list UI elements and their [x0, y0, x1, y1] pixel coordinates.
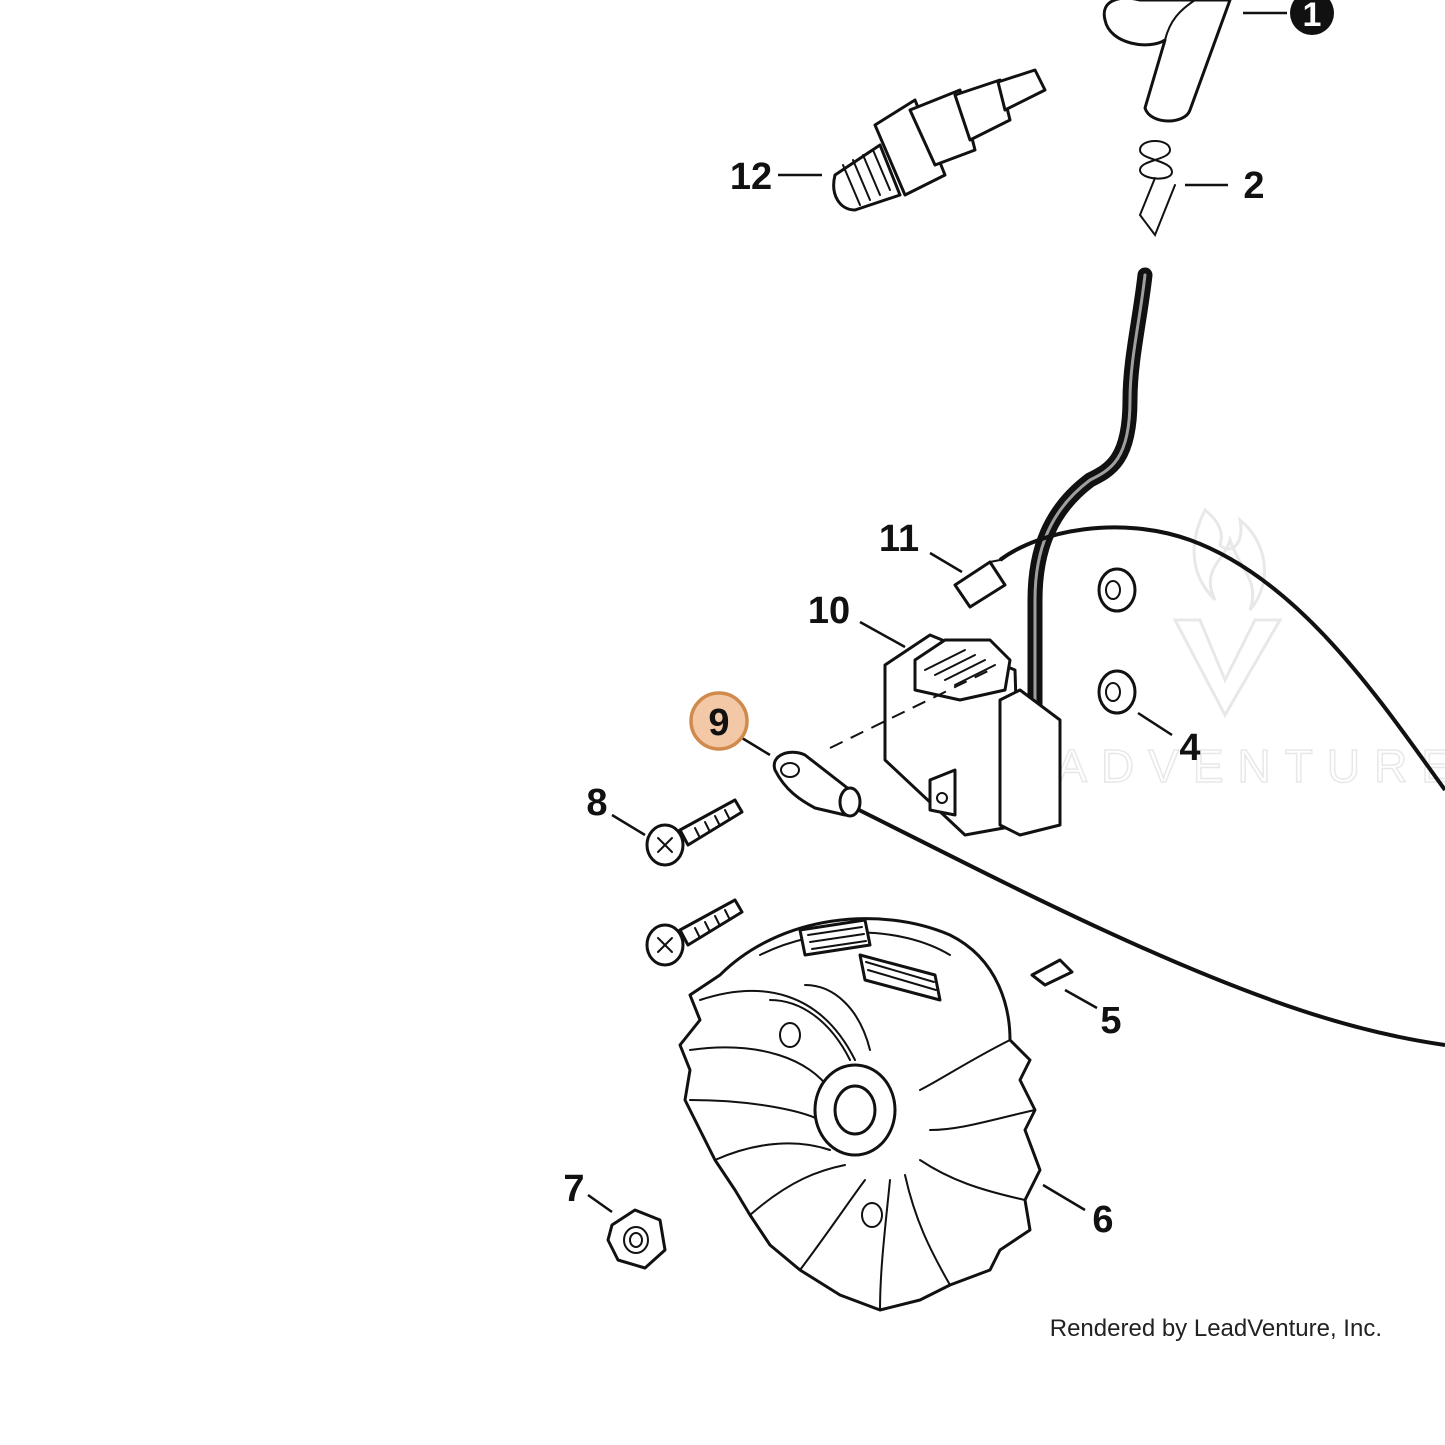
part-12-spark-plug: [832, 68, 1047, 212]
part-8-screw-lower: [645, 898, 744, 967]
part-8-screw-upper: [645, 798, 744, 867]
leader-lines: [587, 11, 1287, 1214]
render-credit: Rendered by LeadVenture, Inc.: [1050, 1315, 1382, 1342]
part-7-nut: [606, 1208, 667, 1270]
callout-9-highlighted[interactable]: 9: [689, 691, 749, 751]
part-5-key: [1030, 958, 1074, 987]
part-11-connector: [953, 559, 1007, 609]
part-9-terminal: [772, 750, 862, 818]
callout-2[interactable]: 2: [1243, 165, 1264, 207]
callout-5[interactable]: 5: [1100, 1000, 1121, 1042]
callout-8[interactable]: 8: [586, 782, 607, 824]
part-6-flywheel: [678, 917, 1042, 1312]
callout-9: 9: [708, 702, 729, 744]
ignition-lead: [1027, 267, 1153, 723]
short-circuit-wire: [854, 525, 1445, 1047]
part-2-spring: [1138, 140, 1176, 238]
callout-10[interactable]: 10: [808, 590, 850, 632]
callout-1[interactable]: 1: [1290, 0, 1334, 35]
callout-9-highlight-ring: [689, 691, 749, 751]
callout-6[interactable]: 6: [1092, 1199, 1113, 1241]
part-1-boot: [1102, 0, 1232, 123]
callout-1-label: 1: [1303, 0, 1322, 34]
callout-4[interactable]: 4: [1179, 727, 1200, 769]
callout-12[interactable]: 12: [730, 156, 772, 198]
callout-7[interactable]: 7: [563, 1168, 584, 1210]
part-10-ignition-module: [883, 633, 1062, 837]
callout-11[interactable]: 11: [879, 518, 919, 560]
assembly-dashed-line: [829, 669, 991, 749]
part-4-spacers: [1097, 567, 1137, 715]
